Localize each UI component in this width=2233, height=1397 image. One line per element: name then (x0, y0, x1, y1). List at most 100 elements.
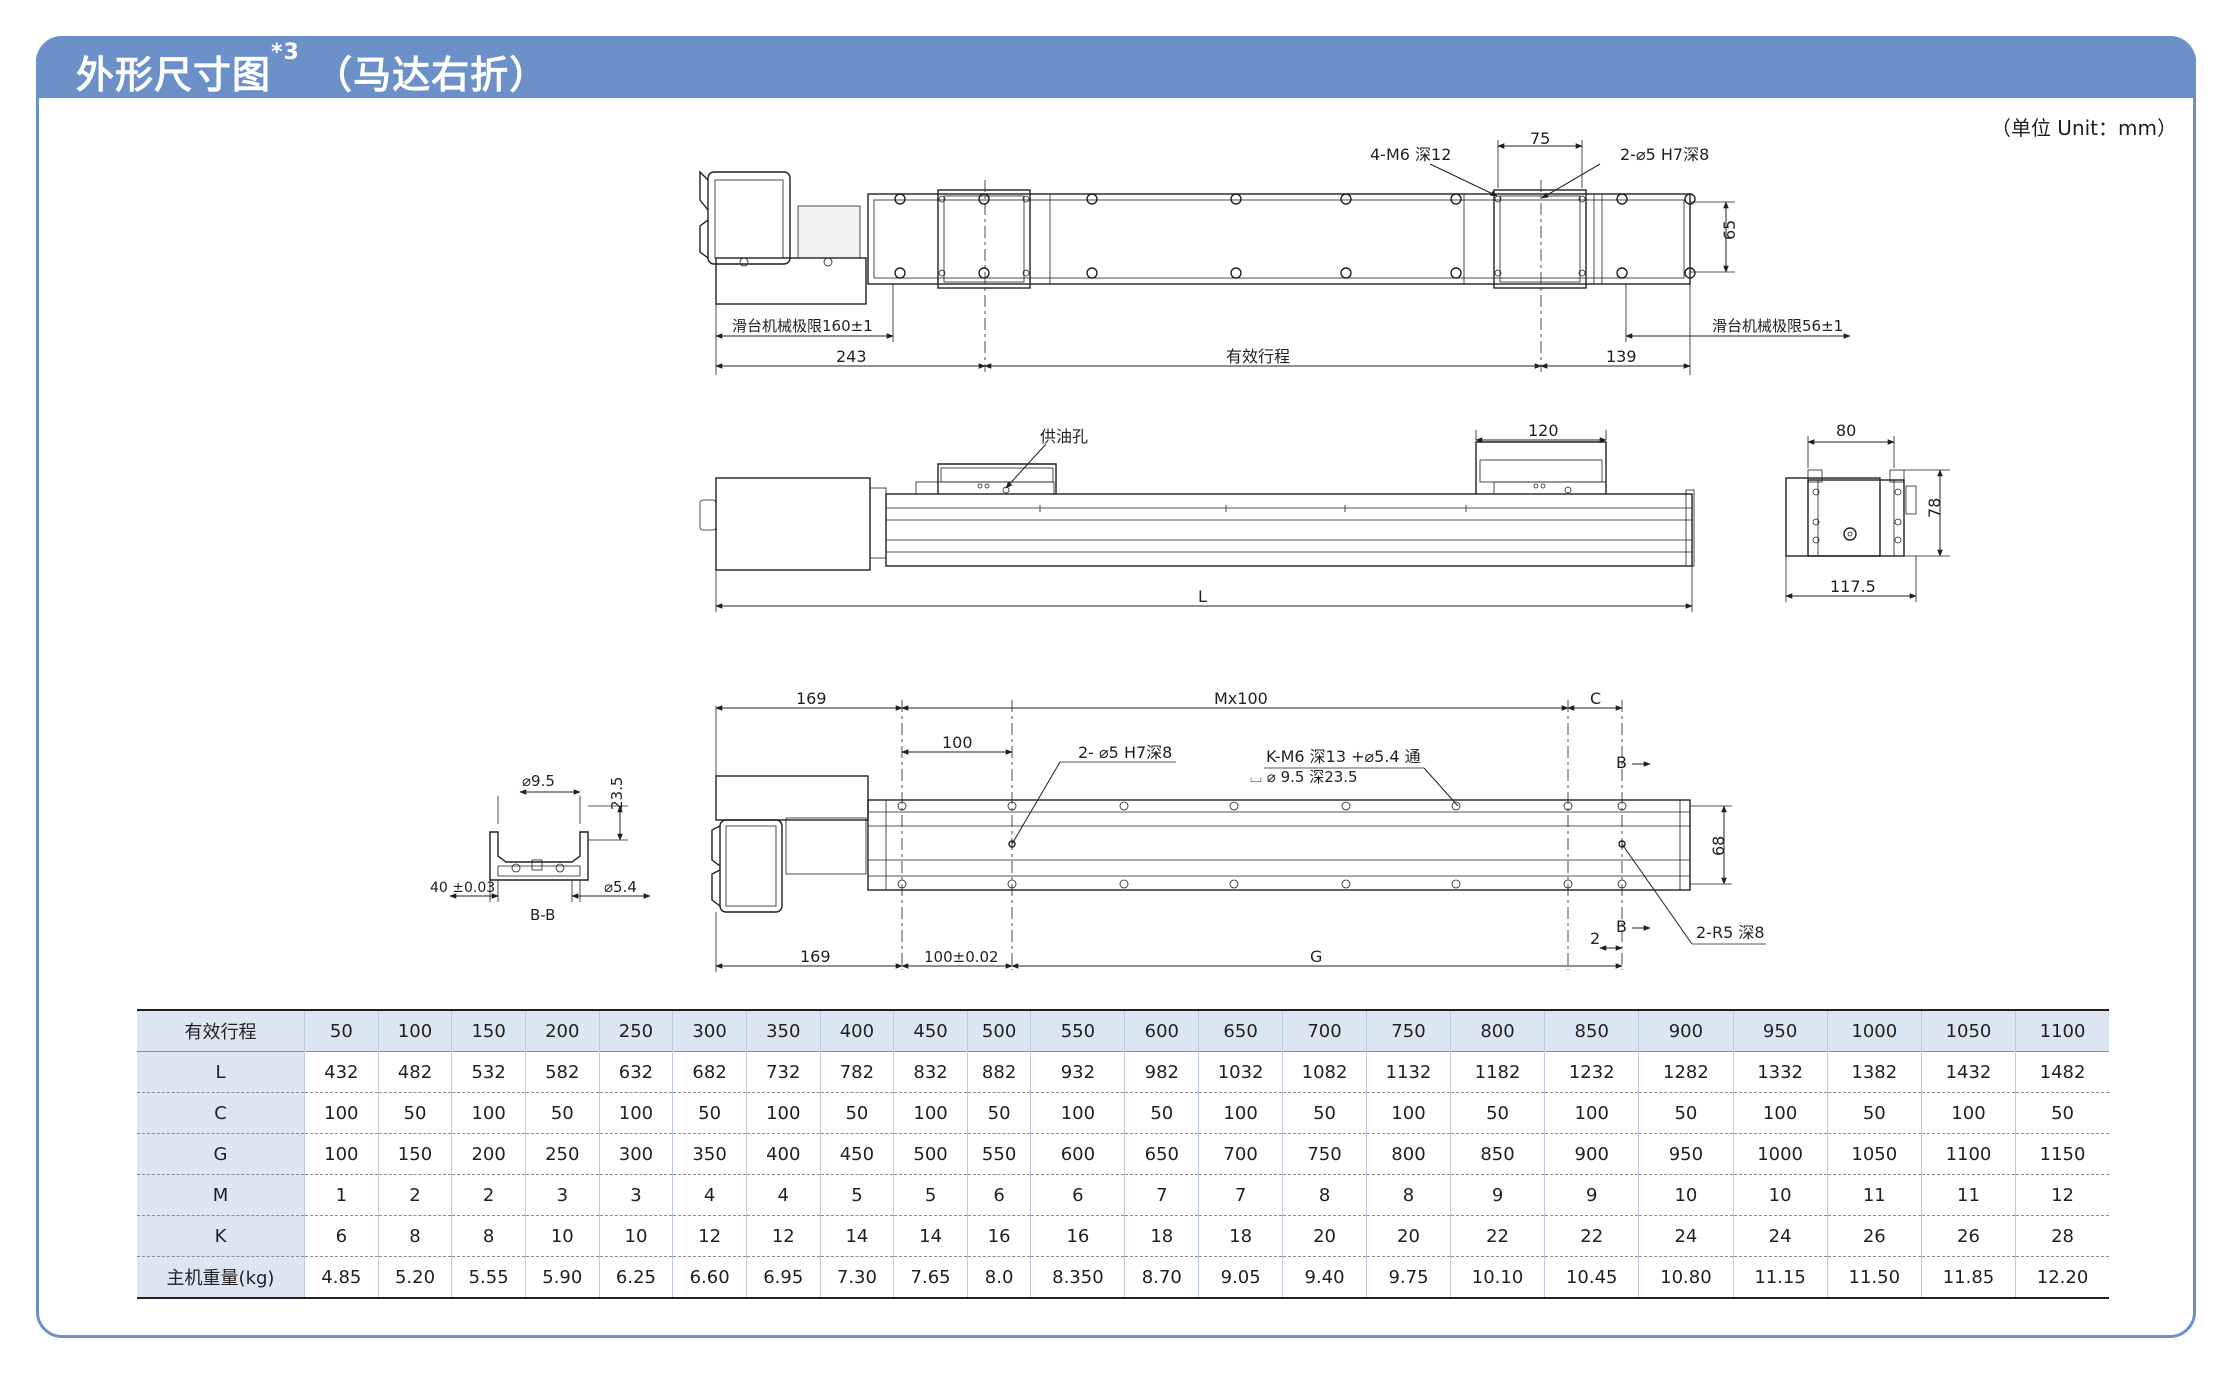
table-cell: 11.85 (1921, 1256, 2017, 1298)
dim-label: 117.5 (1830, 577, 1876, 596)
table-cell: 14 (893, 1215, 968, 1257)
drawing-rect-63 (699, 499, 717, 531)
table-cell: 10 (1733, 1174, 1828, 1216)
table-cell: 1050 (1921, 1010, 2017, 1052)
drawing-circle-18 (894, 193, 906, 205)
drawing-circle-23 (1086, 267, 1098, 279)
table-cell: 950 (1638, 1133, 1734, 1175)
drawing-circle-28 (1450, 193, 1462, 205)
dim-label: 23.5 (608, 777, 626, 810)
drawing-circle-31 (1616, 267, 1628, 279)
table-cell: 400 (820, 1010, 895, 1052)
table-cell: 4 (672, 1174, 747, 1216)
drawing-circle-86 (1564, 486, 1572, 494)
drawing-rect-94 (1785, 477, 1881, 557)
table-cell: 3 (525, 1174, 600, 1216)
title-bar (36, 36, 2196, 98)
table-cell: 700 (1198, 1133, 1284, 1175)
table-cell: 10 (599, 1215, 674, 1257)
dim-label: 4-M6 深12 (1370, 145, 1451, 164)
drawing-rect-14 (1493, 189, 1587, 289)
table-cell: 26 (1827, 1215, 1922, 1257)
dim-label: B (1616, 917, 1627, 936)
table-cell: 50 (304, 1010, 379, 1052)
drawing-circle-177 (555, 863, 565, 873)
table-cell: 9 (1450, 1174, 1546, 1216)
table-cell: 18 (1198, 1215, 1284, 1257)
table-cell: 5.55 (451, 1256, 526, 1298)
table-cell: 150 (451, 1010, 526, 1052)
table-cell: 50 (378, 1092, 453, 1134)
table-cell: 6 (1030, 1174, 1126, 1216)
table-cell: 650 (1198, 1010, 1284, 1052)
dim-label: 243 (836, 347, 867, 366)
table-cell: 8 (1282, 1174, 1368, 1216)
table-cell: 100 (1366, 1092, 1451, 1134)
drawing-path-122 (711, 869, 721, 907)
table-cell: 24 (1733, 1215, 1828, 1257)
table-cell: 11.50 (1827, 1256, 1922, 1298)
table-cell: 9.05 (1198, 1256, 1284, 1298)
table-cell: 200 (525, 1010, 600, 1052)
drawing-circle-176 (511, 863, 521, 873)
table-cell: 22 (1544, 1215, 1640, 1257)
table-cell: 732 (746, 1051, 821, 1093)
table-cell: 12 (746, 1215, 821, 1257)
table-cell: 1282 (1638, 1051, 1734, 1093)
table-cell: 1050 (1827, 1133, 1922, 1175)
drawing-circle-100 (1843, 527, 1857, 541)
table-cell: 4 (746, 1174, 821, 1216)
row-header: K (137, 1215, 305, 1257)
table-cell: 100 (599, 1092, 674, 1134)
table-cell: 50 (1282, 1092, 1368, 1134)
table-cell: 1332 (1733, 1051, 1828, 1093)
table-cell: 7.65 (893, 1256, 968, 1298)
dim-label: Mx100 (1214, 689, 1268, 708)
table-cell: 22 (1450, 1215, 1546, 1257)
table-cell: 1 (304, 1174, 379, 1216)
table-cell: 1082 (1282, 1051, 1368, 1093)
table-cell: 350 (746, 1010, 821, 1052)
table-cell: 550 (967, 1133, 1032, 1175)
table-cell: 100 (1030, 1092, 1126, 1134)
drawing-circle-140 (1341, 879, 1351, 889)
drawing-circle-29 (1450, 267, 1462, 279)
dim-label: 139 (1606, 347, 1637, 366)
drawing-circle-106 (1894, 518, 1902, 526)
dim-label: ⌴ ⌀ 9.5 深23.5 (1250, 768, 1358, 786)
dim-label: ⌀5.4 (604, 878, 637, 896)
dim-label: ⌀9.5 (522, 772, 555, 790)
drawing-rect-97 (1893, 479, 1905, 557)
table-cell: 100 (304, 1092, 379, 1134)
table-cell: 50 (820, 1092, 895, 1134)
drawing-circle-25 (1230, 267, 1242, 279)
drawing-rect-124 (867, 799, 1691, 891)
dim-label: 2-⌀5 H7深8 (1620, 145, 1709, 164)
table-cell: 9.75 (1366, 1256, 1451, 1298)
table-cell: 750 (1282, 1133, 1368, 1175)
table-cell: 9 (1544, 1174, 1640, 1216)
table-cell: 50 (1638, 1092, 1734, 1134)
drawing-circle-39 (1494, 269, 1502, 277)
table-cell: 10.45 (1544, 1256, 1640, 1298)
row-header: M (137, 1174, 305, 1216)
table-cell: 1100 (1921, 1133, 2017, 1175)
table-cell: 900 (1544, 1133, 1640, 1175)
table-cell: 450 (820, 1133, 895, 1175)
drawing-circle-30 (1616, 193, 1628, 205)
dim-label: L (1198, 587, 1207, 606)
table-cell: 5.90 (525, 1256, 600, 1298)
table-cell: 18 (1124, 1215, 1200, 1257)
table-cell: 6.95 (746, 1256, 821, 1298)
table-cell: 6.60 (672, 1256, 747, 1298)
table-cell: 100 (451, 1092, 526, 1134)
table-cell: 882 (967, 1051, 1032, 1093)
table-cell: 800 (1450, 1010, 1546, 1052)
drawing-line-47 (1429, 163, 1498, 197)
drawing-rect-80 (1479, 459, 1603, 483)
